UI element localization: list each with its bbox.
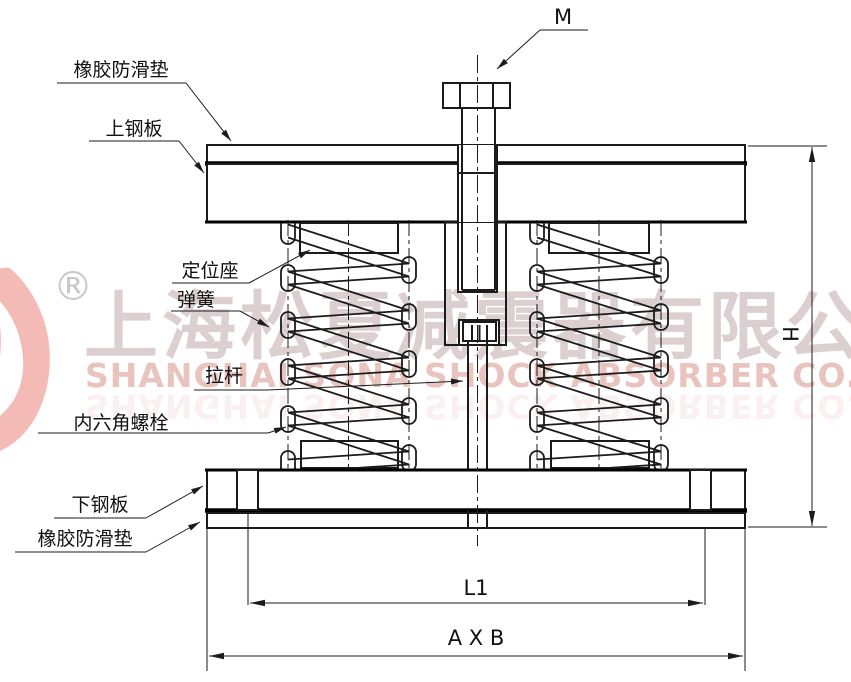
callout-rubber-pad-bottom: 橡胶防滑垫: [15, 521, 201, 553]
label-rubber-pad-bottom: 橡胶防滑垫: [37, 528, 132, 550]
dimension-L1: L1: [247, 514, 706, 607]
callout-spring: 弹簧: [171, 289, 270, 328]
bottom-rubber-pad: [206, 510, 746, 529]
label-socket-bolt: 内六角螺栓: [73, 412, 168, 434]
anchor-hole-right: [689, 469, 712, 511]
callout-upper-plate: 上钢板: [89, 118, 205, 174]
callout-tie-rod: 拉杆: [194, 365, 464, 391]
dim-label-h: H: [778, 326, 802, 342]
label-lower-plate: 下钢板: [71, 494, 128, 516]
label-bolt-m: M: [554, 5, 572, 29]
dimensions: H L1 A X B: [206, 145, 827, 671]
callout-rubber-pad-top: 橡胶防滑垫: [57, 59, 232, 142]
callout-bolt-m: M: [496, 5, 588, 70]
dimension-H: H: [748, 145, 827, 528]
dim-label-l1: L1: [463, 576, 488, 600]
upper-seat-right: [548, 222, 650, 254]
label-upper-plate: 上钢板: [105, 118, 162, 140]
upper-seat-left: [299, 222, 399, 254]
callout-positioning-seat: 定位座: [172, 249, 311, 284]
label-rubber-pad-top: 橡胶防滑垫: [73, 59, 168, 81]
callout-socket-bolt: 内六角螺栓: [38, 412, 287, 434]
company-logo: [0, 267, 50, 451]
coil-spring-left: [280, 223, 417, 469]
label-spring: 弹簧: [177, 289, 215, 311]
coil-spring-right: [529, 223, 669, 469]
label-positioning-seat: 定位座: [181, 260, 238, 282]
callouts: M 橡胶防滑垫 上钢板 定位座 弹簧 拉杆: [15, 5, 588, 553]
lower-steel-plate: [205, 468, 747, 513]
dim-label-axb: A X B: [448, 626, 505, 650]
registered-mark: ®: [53, 264, 93, 310]
anchor-hole-left: [236, 469, 259, 511]
label-tie-rod: 拉杆: [205, 365, 243, 387]
callout-lower-plate: 下钢板: [54, 485, 204, 519]
dimension-AxB: A X B: [206, 529, 746, 671]
